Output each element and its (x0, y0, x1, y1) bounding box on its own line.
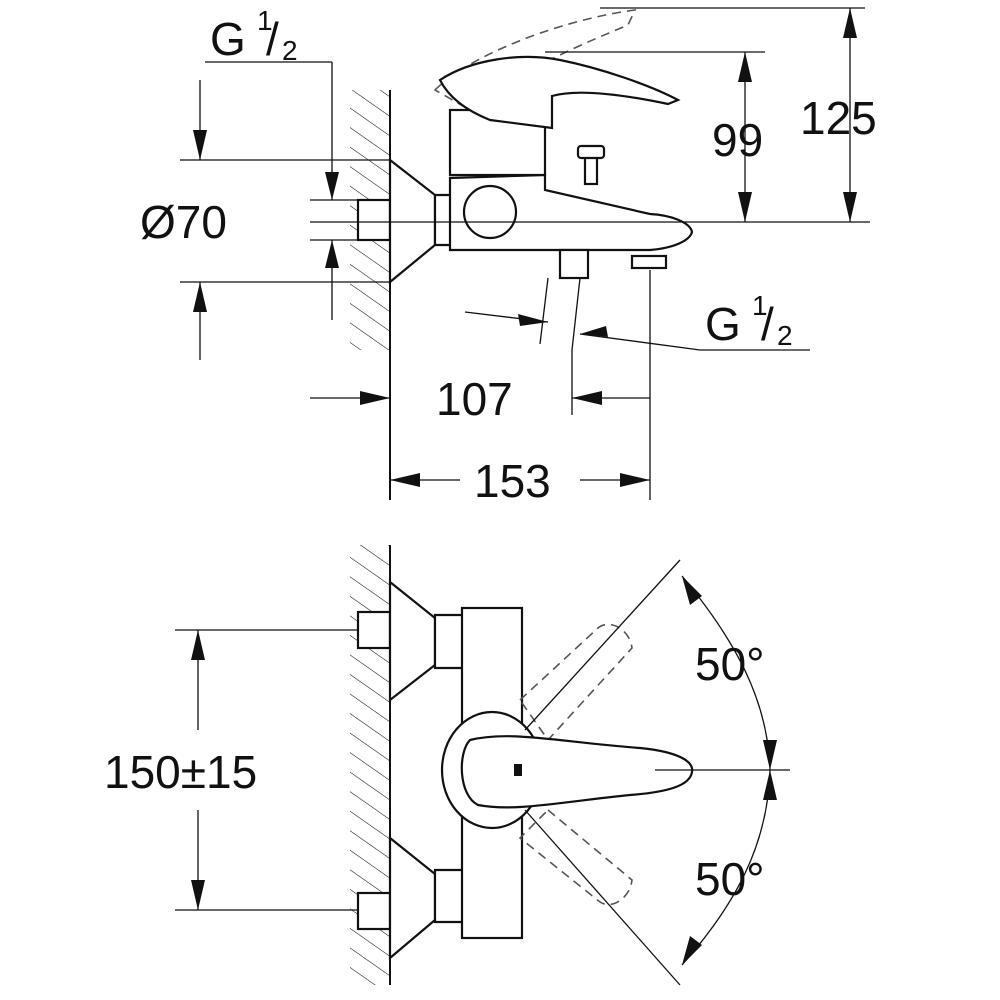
thread-outlet-g: G (705, 298, 741, 350)
hose-outlet (558, 248, 590, 280)
upper-escutcheon (388, 579, 437, 703)
thread-inlet-den: 2 (282, 35, 298, 66)
height-spout-label: 99 (712, 114, 763, 166)
leader-line (539, 277, 549, 345)
lower-inlet-connector (356, 891, 392, 931)
arrow (738, 192, 752, 222)
diverter-cap (576, 144, 606, 160)
arrow (763, 740, 777, 770)
arrow (518, 314, 548, 326)
arrow (763, 770, 777, 800)
diverter-knob (462, 184, 518, 240)
escutcheon (388, 157, 437, 285)
projection-label: 153 (474, 455, 551, 507)
arrow (580, 326, 608, 337)
aerator (630, 254, 668, 270)
arrow (682, 576, 702, 605)
spout-offset-label: 107 (436, 373, 513, 425)
leader-line (571, 277, 581, 351)
thread-outlet-num: 1 (752, 290, 768, 321)
arrow (360, 391, 390, 405)
lever-handle (438, 55, 681, 130)
angle-down-label: 50° (695, 853, 765, 905)
side-view: Ø70 G 1 / 2 99 125 G 1 / 2 (140, 5, 877, 507)
arrow (193, 130, 207, 160)
front-view: 50° 50° 150±15 (104, 545, 790, 986)
arrow (191, 630, 205, 660)
lever-up-position (518, 623, 633, 742)
fraction-slash: / (266, 13, 279, 65)
arrow (843, 8, 857, 38)
upper-inlet-connector (356, 610, 392, 650)
arrow (325, 240, 339, 268)
arrow (843, 192, 857, 222)
angle-ray-up (524, 559, 681, 731)
angle-up-label: 50° (695, 638, 765, 690)
arrow (572, 391, 602, 405)
arrow (193, 282, 207, 312)
lever-down-position (518, 808, 633, 906)
height-total-label: 125 (800, 92, 877, 144)
thread-inlet-num: 1 (257, 5, 273, 36)
fraction-slash: / (761, 298, 774, 350)
arrow (620, 473, 650, 487)
lever-handle-front (460, 735, 694, 809)
arrow (738, 52, 752, 82)
thread-inlet-g: G (210, 13, 246, 65)
arrow (390, 473, 420, 487)
leader-line (579, 333, 701, 351)
indicator-dot (514, 764, 522, 776)
centre-distance-label: 150±15 (104, 746, 257, 798)
arrow (682, 936, 702, 965)
inlet-connector (356, 198, 392, 242)
arrow (191, 880, 205, 910)
arrow (325, 172, 339, 200)
lower-escutcheon (388, 835, 437, 961)
angle-ray-down (524, 809, 681, 986)
thread-outlet-den: 2 (777, 320, 793, 351)
spout (448, 173, 694, 252)
diameter-label: Ø70 (140, 196, 227, 248)
